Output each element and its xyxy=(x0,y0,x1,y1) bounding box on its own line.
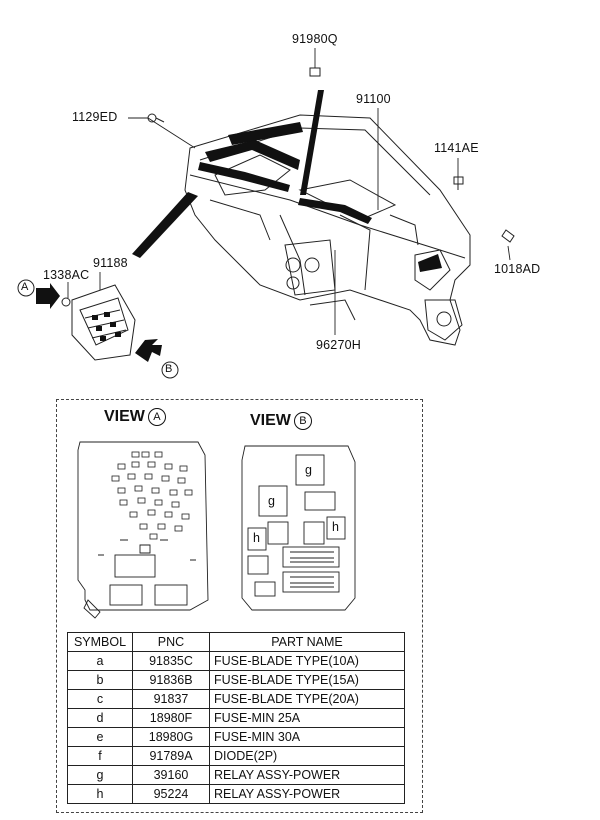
view-b-arrow-letter: B xyxy=(165,363,173,375)
view-a-title-text: VIEW xyxy=(104,408,145,425)
cell-part-name: FUSE-BLADE TYPE(15A) xyxy=(209,670,405,690)
view-b-label-h2: h xyxy=(332,520,340,534)
table-row: h 95224 RELAY ASSY-POWER xyxy=(67,784,405,804)
table-row: b 91836B FUSE-BLADE TYPE(15A) xyxy=(67,670,405,690)
cell-pnc: 91835C xyxy=(132,651,210,671)
cell-part-name: FUSE-BLADE TYPE(10A) xyxy=(209,651,405,671)
callout-96270h: 96270H xyxy=(316,338,361,352)
cell-pnc: 18980G xyxy=(132,727,210,747)
cell-pnc: 91837 xyxy=(132,689,210,709)
view-a-arrow-letter: A xyxy=(21,281,29,293)
view-a-circle xyxy=(17,279,35,297)
view-details-panel xyxy=(56,399,423,813)
cell-part-name: FUSE-MIN 25A xyxy=(209,708,405,728)
callout-91188: 91188 xyxy=(93,256,128,270)
cell-pnc: 95224 xyxy=(132,784,210,804)
table-row: g 39160 RELAY ASSY-POWER xyxy=(67,765,405,785)
header-pnc: PNC xyxy=(132,632,210,652)
cell-pnc: 39160 xyxy=(132,765,210,785)
view-b-title-text: VIEW xyxy=(250,412,291,429)
view-a-title-letter: A xyxy=(147,408,166,426)
cell-part-name: FUSE-MIN 30A xyxy=(209,727,405,747)
cell-symbol: d xyxy=(67,708,133,728)
view-b-title-letter: B xyxy=(293,412,312,430)
cell-symbol: b xyxy=(67,670,133,690)
cell-pnc: 91836B xyxy=(132,670,210,690)
harness-bundles xyxy=(132,90,442,272)
view-a-fuses xyxy=(111,451,193,540)
view-b-label-g2: g xyxy=(268,494,276,508)
table-row: e 18980G FUSE-MIN 30A xyxy=(67,727,405,747)
cell-part-name: DIODE(2P) xyxy=(209,746,405,766)
parts-table-header: SYMBOL PNC PART NAME xyxy=(67,632,405,652)
callout-1129ed: 1129ED xyxy=(72,110,118,124)
callout-91980q: 91980Q xyxy=(292,32,338,46)
callout-1338ac: 1338AC xyxy=(43,268,90,282)
table-row: a 91835C FUSE-BLADE TYPE(10A) xyxy=(67,651,405,671)
junction-box-91188 xyxy=(71,284,136,361)
leader-lines xyxy=(67,48,511,335)
view-a-fusebox xyxy=(77,441,209,619)
view-b-label-h1: h xyxy=(253,531,261,545)
cell-part-name: FUSE-BLADE TYPE(20A) xyxy=(209,689,405,709)
table-row: c 91837 FUSE-BLADE TYPE(20A) xyxy=(67,689,405,709)
cell-symbol: g xyxy=(67,765,133,785)
cell-part-name: RELAY ASSY-POWER xyxy=(209,765,405,785)
cell-part-name: RELAY ASSY-POWER xyxy=(209,784,405,804)
cell-symbol: h xyxy=(67,784,133,804)
cell-pnc: 18980F xyxy=(132,708,210,728)
view-b-arrow xyxy=(135,339,162,362)
cell-pnc: 91789A xyxy=(132,746,210,766)
callout-91100: 91100 xyxy=(356,92,391,106)
callout-1141ae: 1141AE xyxy=(434,141,479,155)
junction-box-detail xyxy=(92,312,121,341)
parts-table: SYMBOL PNC PART NAME a 91835C FUSE-BLADE… xyxy=(67,632,405,804)
cell-symbol: e xyxy=(67,727,133,747)
view-b-label-g1: g xyxy=(305,463,313,477)
header-symbol: SYMBOL xyxy=(67,632,133,652)
view-b-fusebox xyxy=(241,445,356,611)
view-a-arrow xyxy=(36,283,60,309)
view-b-circle xyxy=(161,361,179,379)
cell-symbol: a xyxy=(67,651,133,671)
callout-1018ad: 1018AD xyxy=(494,262,541,276)
hardware-parts xyxy=(61,67,515,307)
cell-symbol: f xyxy=(67,746,133,766)
table-row: f 91789A DIODE(2P) xyxy=(67,746,405,766)
table-row: d 18980F FUSE-MIN 25A xyxy=(67,708,405,728)
header-part-name: PART NAME xyxy=(209,632,405,652)
cell-symbol: c xyxy=(67,689,133,709)
